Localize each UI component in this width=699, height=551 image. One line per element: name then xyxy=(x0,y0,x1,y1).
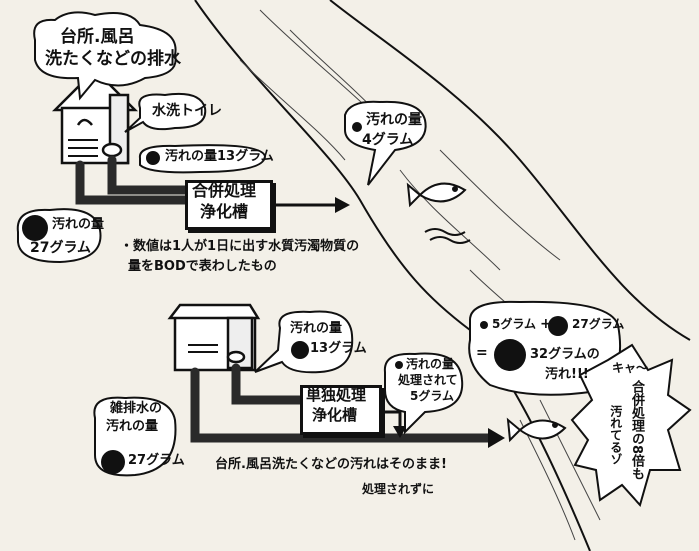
bottom-toilet-load-line1: 汚れの量 xyxy=(290,321,343,336)
single-tank-line1: 単独処理 xyxy=(306,386,367,404)
source-bubble-line2: 洗たくなどの排水 xyxy=(45,49,181,69)
misc-load-line1: 雑排水の xyxy=(110,401,163,416)
treated-bubble-shape xyxy=(383,352,464,435)
blob-sum-medium-icon xyxy=(548,316,568,336)
source-bubble-line1: 台所.風呂 xyxy=(60,27,135,47)
exclaim-bubble-shape xyxy=(570,343,692,508)
river-bank-left xyxy=(194,0,591,551)
misc-load-line2: 汚れの量 xyxy=(106,419,159,434)
sum-line1-a: 5グラム xyxy=(492,317,536,331)
fish-bottom xyxy=(506,417,567,443)
top-note-line2: 量をBODで表わしたもの xyxy=(128,259,277,274)
blob-toilet-top-icon xyxy=(146,151,160,165)
speech-bubbles-bottom xyxy=(93,300,622,477)
toilet-bubble-text: 水洗トイレ xyxy=(152,103,222,119)
treated-line1: 汚れの量 xyxy=(406,357,455,371)
top-note-line1: ・数値は1人が1日に出す水質汚濁物質の xyxy=(120,239,360,254)
pollution-blobs xyxy=(22,122,568,474)
source-bubble-shape xyxy=(33,11,177,101)
sum-line1-plus: + xyxy=(540,316,552,332)
blob-top-river-icon xyxy=(352,122,362,132)
top-other-load-line2: 27グラム xyxy=(30,240,92,256)
single-tank xyxy=(300,385,382,435)
house-top xyxy=(51,68,139,165)
bypass-arrowhead xyxy=(488,428,505,448)
sum-line2-amount: 32グラムの xyxy=(530,347,600,362)
blob-bottom-toilet-icon xyxy=(291,341,309,359)
sum-line1-b: 27グラム xyxy=(572,317,625,331)
bypass-text: 台所.風呂洗たくなどの汚れはそのまま! xyxy=(215,457,447,472)
treated-line2: 処理されて xyxy=(398,373,458,387)
exclaim-kya: キャ〜 xyxy=(612,361,649,375)
combined-tank-line2: 浄化槽 xyxy=(200,202,249,221)
blob-other-top-icon xyxy=(22,215,48,241)
pipes-top xyxy=(75,155,190,205)
single-tank-line2: 浄化槽 xyxy=(312,406,358,424)
top-outflow-arrowhead xyxy=(335,197,350,213)
combined-tank-line1: 合併処理 xyxy=(192,181,257,200)
top-toilet-load-text: 汚れの量13グラム xyxy=(165,149,274,164)
treated-line3: 5グラム xyxy=(410,389,454,403)
exclaim-line3: 汚れてるゾ xyxy=(608,405,623,465)
pipes-bottom xyxy=(190,363,495,443)
blob-sum-large-icon xyxy=(494,339,526,371)
river-bank-right xyxy=(329,0,691,341)
toilet-bubble-shape xyxy=(124,92,207,133)
toilet-load-bubble-shape xyxy=(138,144,267,174)
blob-sum-small-icon xyxy=(480,321,488,329)
top-other-load-line1: 汚れの量 xyxy=(52,217,105,232)
fish-top xyxy=(406,182,471,244)
river-load-line2: 4グラム xyxy=(362,132,414,148)
bottom-outflow-arrowhead xyxy=(393,426,407,438)
river-load-bubble-shape xyxy=(344,100,427,186)
house-bottom xyxy=(167,303,261,372)
exclaim-line2: 合併処理の8倍も xyxy=(628,380,644,481)
river-load-line1: 汚れの量 xyxy=(366,112,422,128)
combined-tank xyxy=(185,180,273,230)
blob-misc-icon xyxy=(101,450,125,474)
sum-line2-eq: = xyxy=(476,345,488,361)
misc-load-line3: 27グラム xyxy=(128,453,185,468)
blob-treated-icon xyxy=(395,361,403,369)
untreated-text: 処理されずに xyxy=(362,482,435,496)
river xyxy=(194,0,691,551)
bottom-tank-outflow-arrow xyxy=(378,410,402,430)
bottom-toilet-load-line2: 13グラム xyxy=(310,341,367,356)
sum-line2-dirty: 汚れ!!! xyxy=(545,367,589,382)
